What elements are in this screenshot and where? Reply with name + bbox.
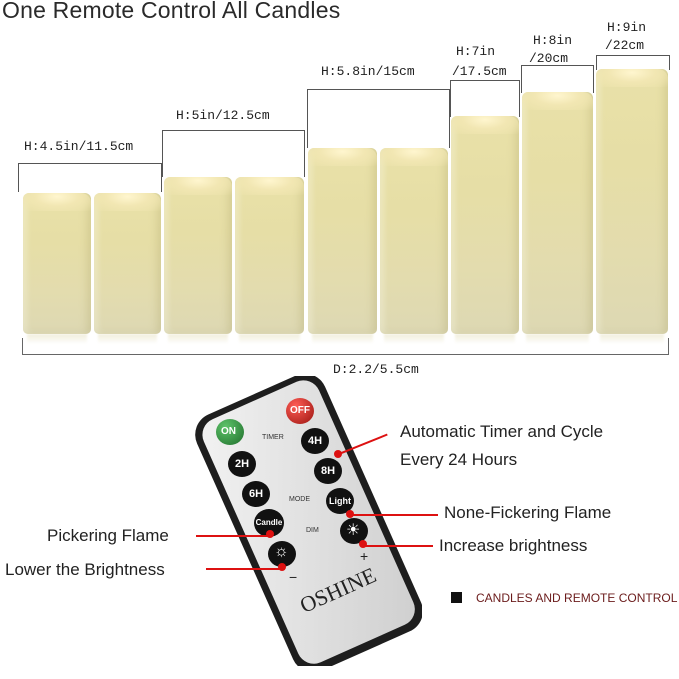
height-bracket-2 (162, 130, 305, 177)
callout-increase: Increase brightness (439, 536, 588, 555)
remote-illustration (195, 373, 423, 673)
light-mode-button[interactable]: Light (326, 488, 354, 514)
pointer-line-candle (196, 535, 268, 537)
sun-dim-icon: ☼ (274, 543, 289, 560)
height-bracket-6 (596, 55, 670, 70)
diameter-line (22, 338, 669, 355)
dim-increase-button[interactable] (340, 518, 368, 544)
callout-lower: Lower the Brightness (5, 560, 165, 579)
pointer-dot-candle (266, 530, 274, 538)
callout-timer-line2: Every 24 Hours (400, 450, 518, 469)
callout-flickering: Pickering Flame (47, 526, 169, 545)
candle-7 (451, 116, 519, 334)
height-label-2: H:5in/12.5cm (176, 108, 270, 123)
timer-4h-button[interactable]: 4H (301, 428, 329, 454)
legend: CANDLES AND REMOTE CONTROL (451, 591, 677, 605)
sun-bright-icon: ☀ (346, 522, 361, 539)
height-label-4-top: H:7in (456, 44, 496, 59)
legend-label: CANDLES AND REMOTE CONTROL (476, 591, 678, 605)
diameter-label: D:2.2/5.5cm (333, 362, 419, 377)
timer-6h-button[interactable]: 6H (242, 481, 270, 507)
height-label-6-bottom: /22cm (605, 38, 645, 53)
remote-control (190, 373, 423, 673)
candle-6 (380, 148, 448, 334)
dim-decrease-button[interactable] (268, 541, 296, 567)
off-button-label: OFF (290, 405, 310, 416)
plus-sign: + (360, 548, 369, 564)
pointer-dot-lower (278, 563, 286, 571)
pointer-dot-increase (359, 540, 367, 548)
page-title: One Remote Control All Candles (2, 0, 341, 23)
candle-5 (308, 148, 377, 334)
candle-4 (235, 177, 304, 334)
candle-9 (596, 69, 668, 334)
off-button[interactable] (286, 398, 314, 424)
height-label-3: H:5.8in/15cm (321, 64, 415, 79)
on-button-label: ON (221, 426, 236, 437)
height-bracket-4 (450, 80, 520, 117)
mode-label: MODE (289, 496, 310, 503)
on-button[interactable] (216, 419, 244, 445)
candle-2 (94, 193, 161, 334)
height-bracket-3 (307, 89, 450, 148)
height-label-1: H:4.5in/11.5cm (24, 139, 134, 154)
height-label-5-top: H:8in (533, 33, 573, 48)
height-bracket-1 (18, 163, 162, 192)
candle-8 (522, 92, 593, 334)
pointer-dot-timer (334, 450, 342, 458)
pointer-line-light (350, 514, 438, 516)
dim-label: DIM (306, 527, 319, 534)
height-label-4-bottom: /17.5cm (452, 64, 507, 79)
height-label-6-top: H:9in (607, 20, 647, 35)
legend-swatch (451, 592, 462, 603)
pointer-line-lower (206, 568, 280, 570)
candle-3 (164, 177, 232, 334)
timer-2h-button[interactable]: 2H (228, 451, 256, 477)
timer-label: TIMER (262, 434, 284, 441)
height-bracket-5 (521, 65, 594, 93)
height-label-5-bottom: /20cm (529, 51, 569, 66)
timer-8h-button[interactable]: 8H (314, 458, 342, 484)
pointer-line-increase (363, 545, 433, 547)
candle-1 (23, 193, 91, 334)
minus-sign: − (289, 569, 298, 585)
callout-timer-line1: Automatic Timer and Cycle (400, 422, 604, 441)
callout-none-flicker: None-Fickering Flame (444, 503, 612, 522)
